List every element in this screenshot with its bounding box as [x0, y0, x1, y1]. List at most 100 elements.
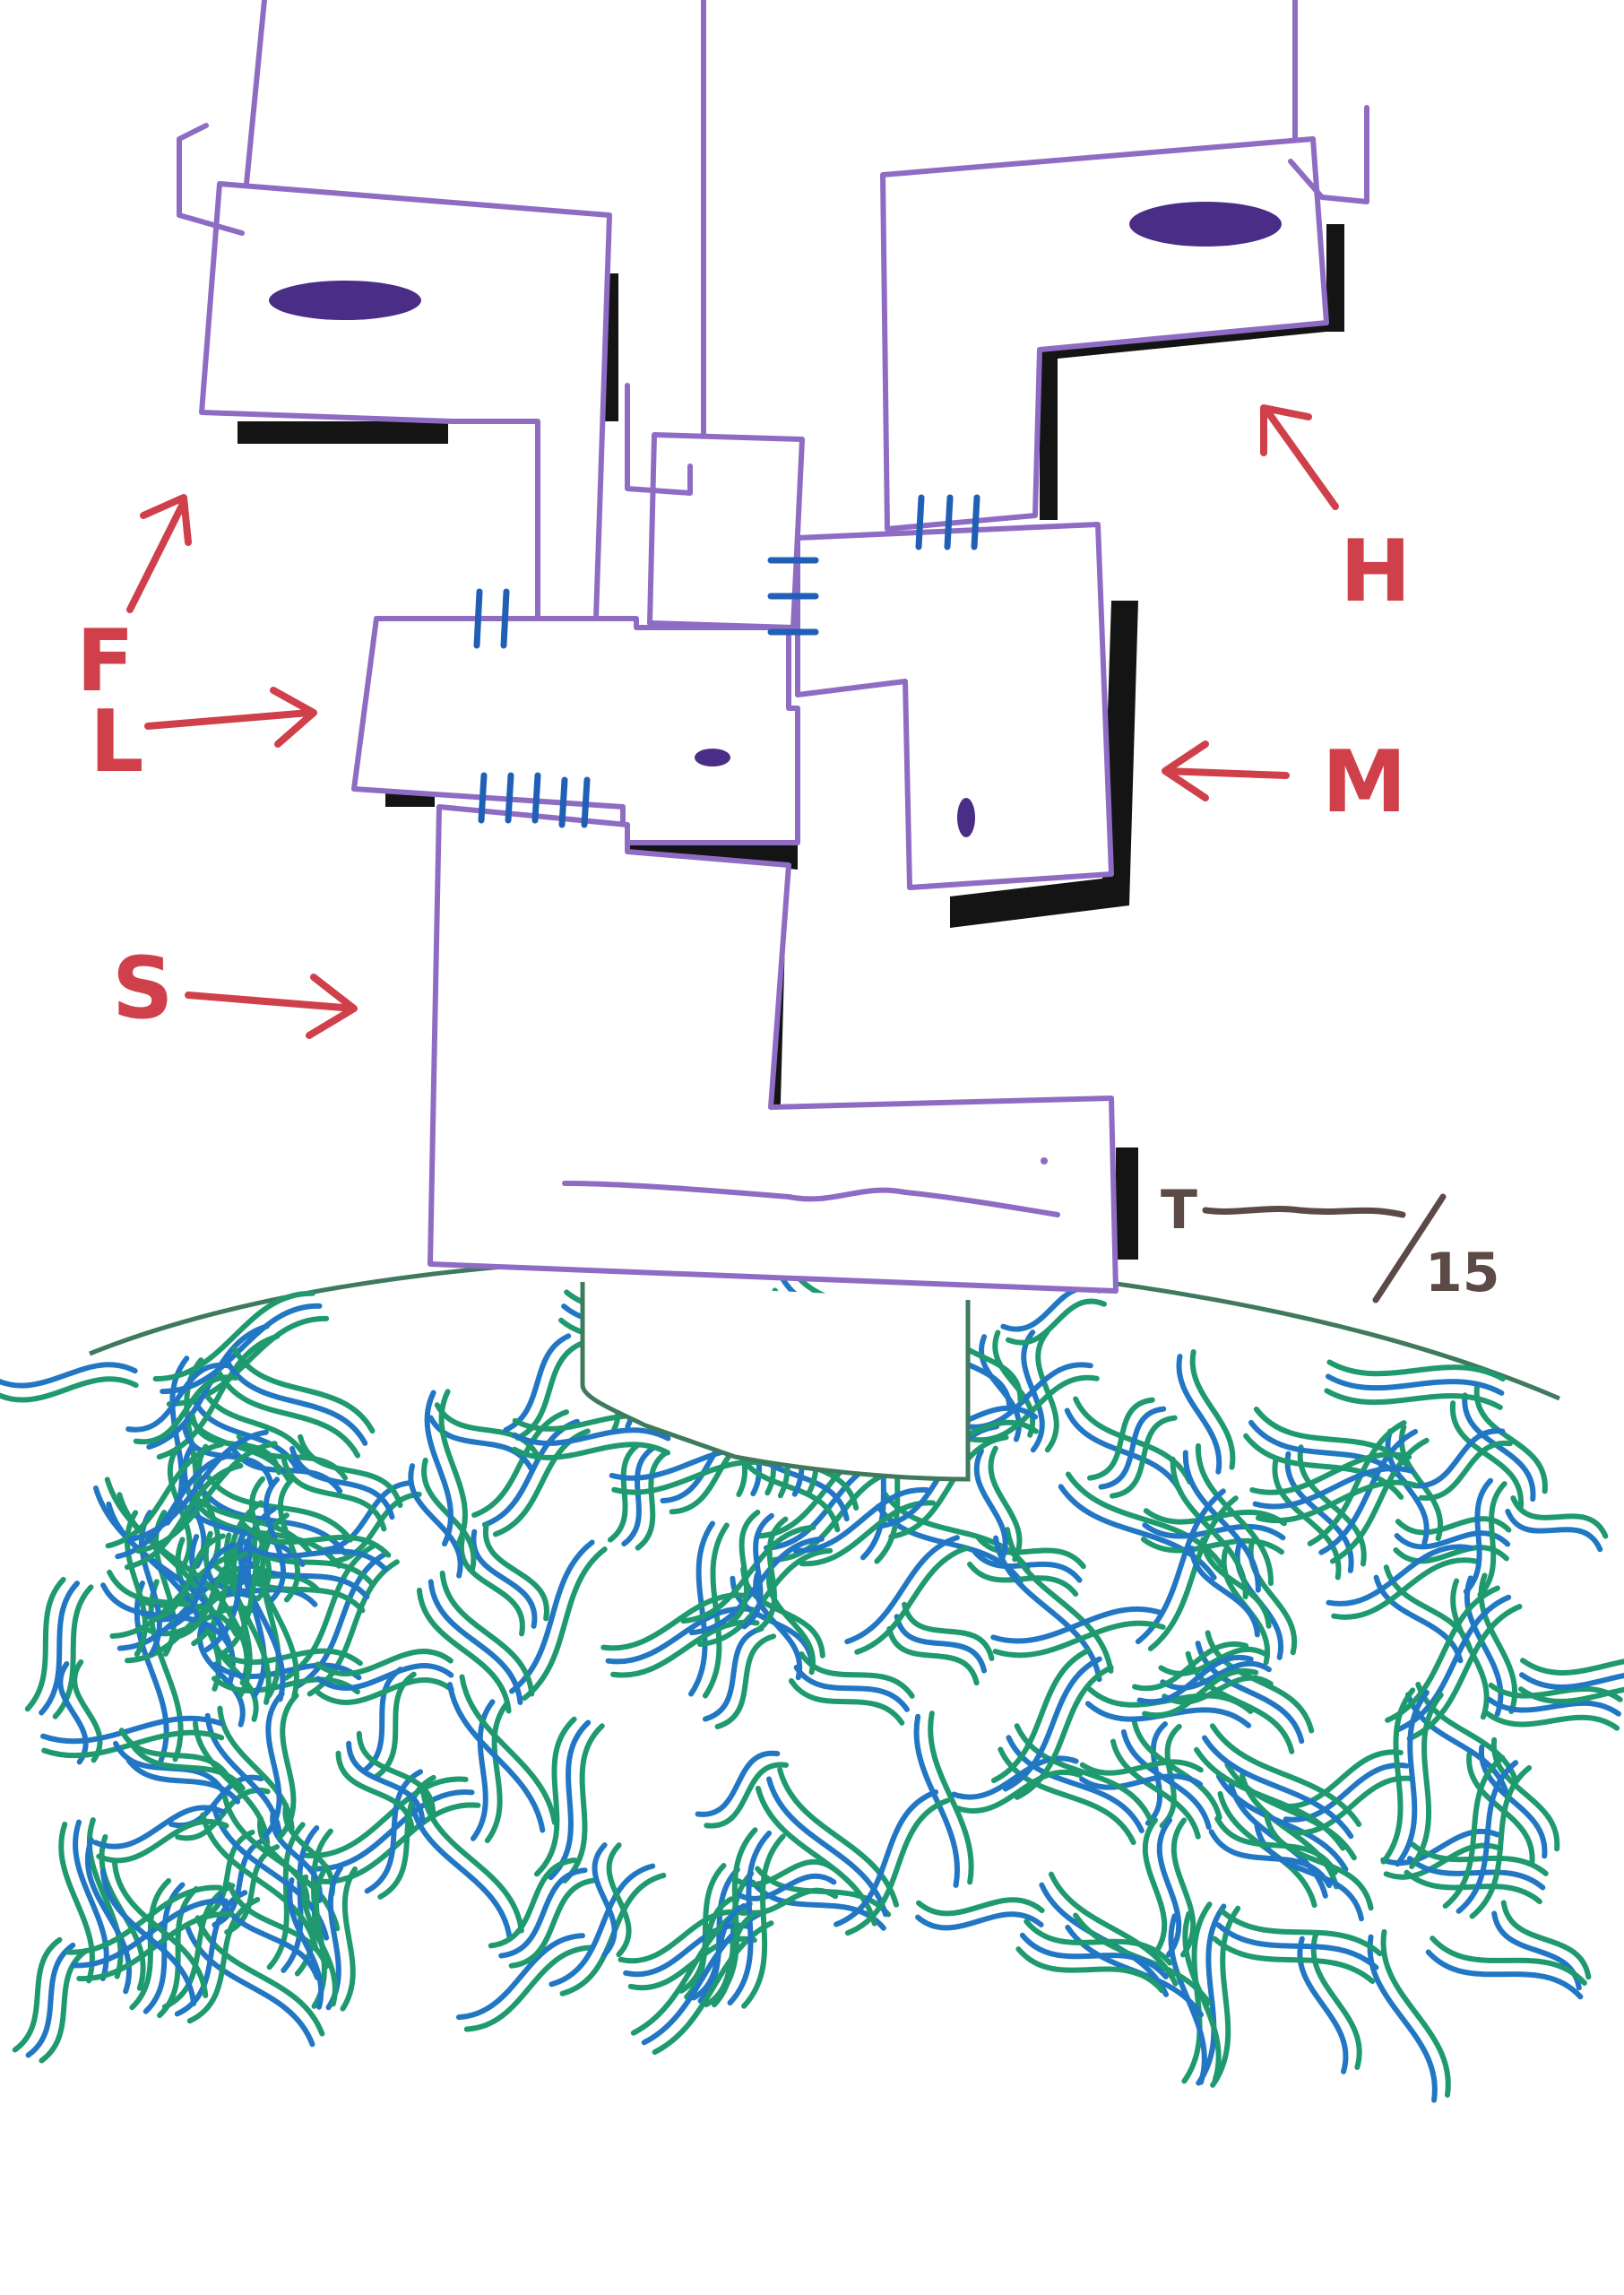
wave-stroke	[277, 1693, 299, 1840]
annotations: F L H M S	[76, 404, 1412, 1039]
wave-stroke	[992, 1329, 1036, 1438]
wave-stroke	[714, 1633, 777, 1729]
wave-stroke	[438, 1389, 468, 1546]
wave-stroke	[148, 1579, 184, 1762]
figure-l	[351, 383, 805, 845]
wave-stroke	[1485, 1710, 1620, 1731]
eye-f	[269, 281, 421, 320]
wave-stroke	[756, 1516, 789, 1633]
wave-stroke	[315, 1663, 454, 1692]
wave-stroke	[1131, 1719, 1222, 1821]
wave-stroke	[199, 1386, 308, 1460]
wave-stroke	[216, 1370, 361, 1459]
wave-stroke	[799, 1500, 936, 1567]
eye-l	[695, 749, 730, 766]
wave-stroke	[356, 1730, 436, 1814]
wave-stroke	[217, 1892, 320, 1980]
wave-stroke	[1331, 1557, 1479, 1620]
wave-stroke	[1425, 1949, 1584, 2000]
wave-stroke	[194, 1915, 325, 2037]
wave-stroke	[40, 1715, 224, 1745]
wave-stroke	[231, 1532, 253, 1698]
wave-stroke	[913, 1713, 960, 1888]
wave-stroke	[1329, 1437, 1430, 1564]
wave-stroke	[1277, 1749, 1404, 1810]
wave-stroke	[419, 1787, 524, 1934]
wave-stroke	[695, 1750, 781, 1817]
wave-stroke	[335, 1750, 415, 1834]
wave-stroke	[1002, 1656, 1102, 1792]
wave-stroke	[1252, 1466, 1415, 1510]
wave-stroke	[1418, 1440, 1513, 1501]
wave-stroke	[1325, 1373, 1505, 1396]
wave-stroke	[154, 1533, 226, 1621]
wave-stroke	[65, 1884, 223, 1955]
wave-stroke	[1409, 1692, 1444, 1869]
wave-stroke	[973, 1448, 1008, 1565]
tall-figure-left	[177, 0, 706, 621]
wave-stroke	[0, 1376, 139, 1403]
wave-stroke	[741, 1512, 774, 1630]
wave-stroke	[623, 1922, 753, 1978]
wave-stroke	[854, 1545, 970, 1655]
wave-stroke	[1209, 1723, 1362, 1827]
wave-stroke	[71, 1898, 229, 1969]
wave-stroke	[126, 1429, 269, 1543]
wave-stroke	[1464, 1575, 1504, 1718]
wave-stroke	[741, 1833, 786, 2009]
wave-stroke	[549, 1863, 656, 1988]
wave-stroke	[447, 1682, 546, 1833]
wave-stroke	[1289, 1775, 1415, 1836]
wave-stroke	[1142, 1817, 1168, 1958]
wave-stroke	[498, 1867, 588, 1959]
wave-stroke	[1006, 1298, 1108, 1346]
wave-stroke	[788, 1677, 905, 1726]
wave-stroke	[1176, 1354, 1222, 1475]
wave-stroke	[105, 1442, 225, 1549]
wave-stroke	[1430, 1936, 1587, 1986]
wave-stroke	[1087, 1397, 1155, 1481]
wave-stroke	[1324, 1388, 1503, 1410]
signature: T 15	[1161, 1179, 1500, 1304]
wave-stroke	[1214, 1815, 1338, 1875]
wave-stroke	[1518, 1686, 1624, 1704]
wave-stroke	[1079, 1759, 1204, 1776]
wave-stroke	[1200, 1537, 1272, 1629]
ear-middle	[625, 383, 693, 496]
wave-stroke	[1195, 1641, 1305, 1745]
wave-stroke	[240, 1521, 392, 1558]
wave-stroke	[1000, 1285, 1102, 1332]
wave-stroke	[1098, 1406, 1167, 1490]
wave-stroke	[562, 1723, 605, 1884]
wave-stroke	[697, 1866, 740, 2004]
wave-stroke	[902, 1601, 995, 1661]
wave-stroke	[678, 1896, 734, 1994]
wave-stroke	[1215, 1773, 1349, 1873]
wave-stroke	[152, 1290, 315, 1382]
wave-stroke	[730, 1859, 835, 1887]
wave-stroke	[1519, 1672, 1624, 1690]
wave-stroke	[1215, 1922, 1379, 1970]
wave-stroke	[246, 1532, 267, 1699]
wave-stroke	[1395, 1690, 1430, 1867]
wave-stroke	[1307, 1420, 1407, 1546]
wave-stroke	[844, 1797, 950, 1936]
wave-stroke	[39, 1947, 90, 2064]
wave-stroke	[84, 1837, 133, 1995]
wave-stroke	[212, 1836, 268, 1928]
wave-stroke	[834, 1789, 939, 1927]
wave-stroke	[92, 1805, 226, 1849]
wave-stroke	[1162, 1675, 1274, 1705]
wave-stroke	[765, 1566, 816, 1676]
wave-stroke	[992, 1620, 1166, 1658]
wave-stroke	[916, 1897, 1045, 1917]
wave-stroke	[512, 1427, 671, 1446]
wave-stroke	[688, 1536, 825, 1636]
wave-stroke	[186, 1896, 261, 2024]
wave-stroke	[1024, 1918, 1173, 1966]
wave-stroke	[459, 1674, 557, 1825]
wave-stroke	[1201, 1735, 1354, 1840]
body-s	[428, 804, 1119, 1294]
wave-stroke	[951, 1755, 1079, 1800]
wave-stroke	[1014, 1665, 1114, 1800]
